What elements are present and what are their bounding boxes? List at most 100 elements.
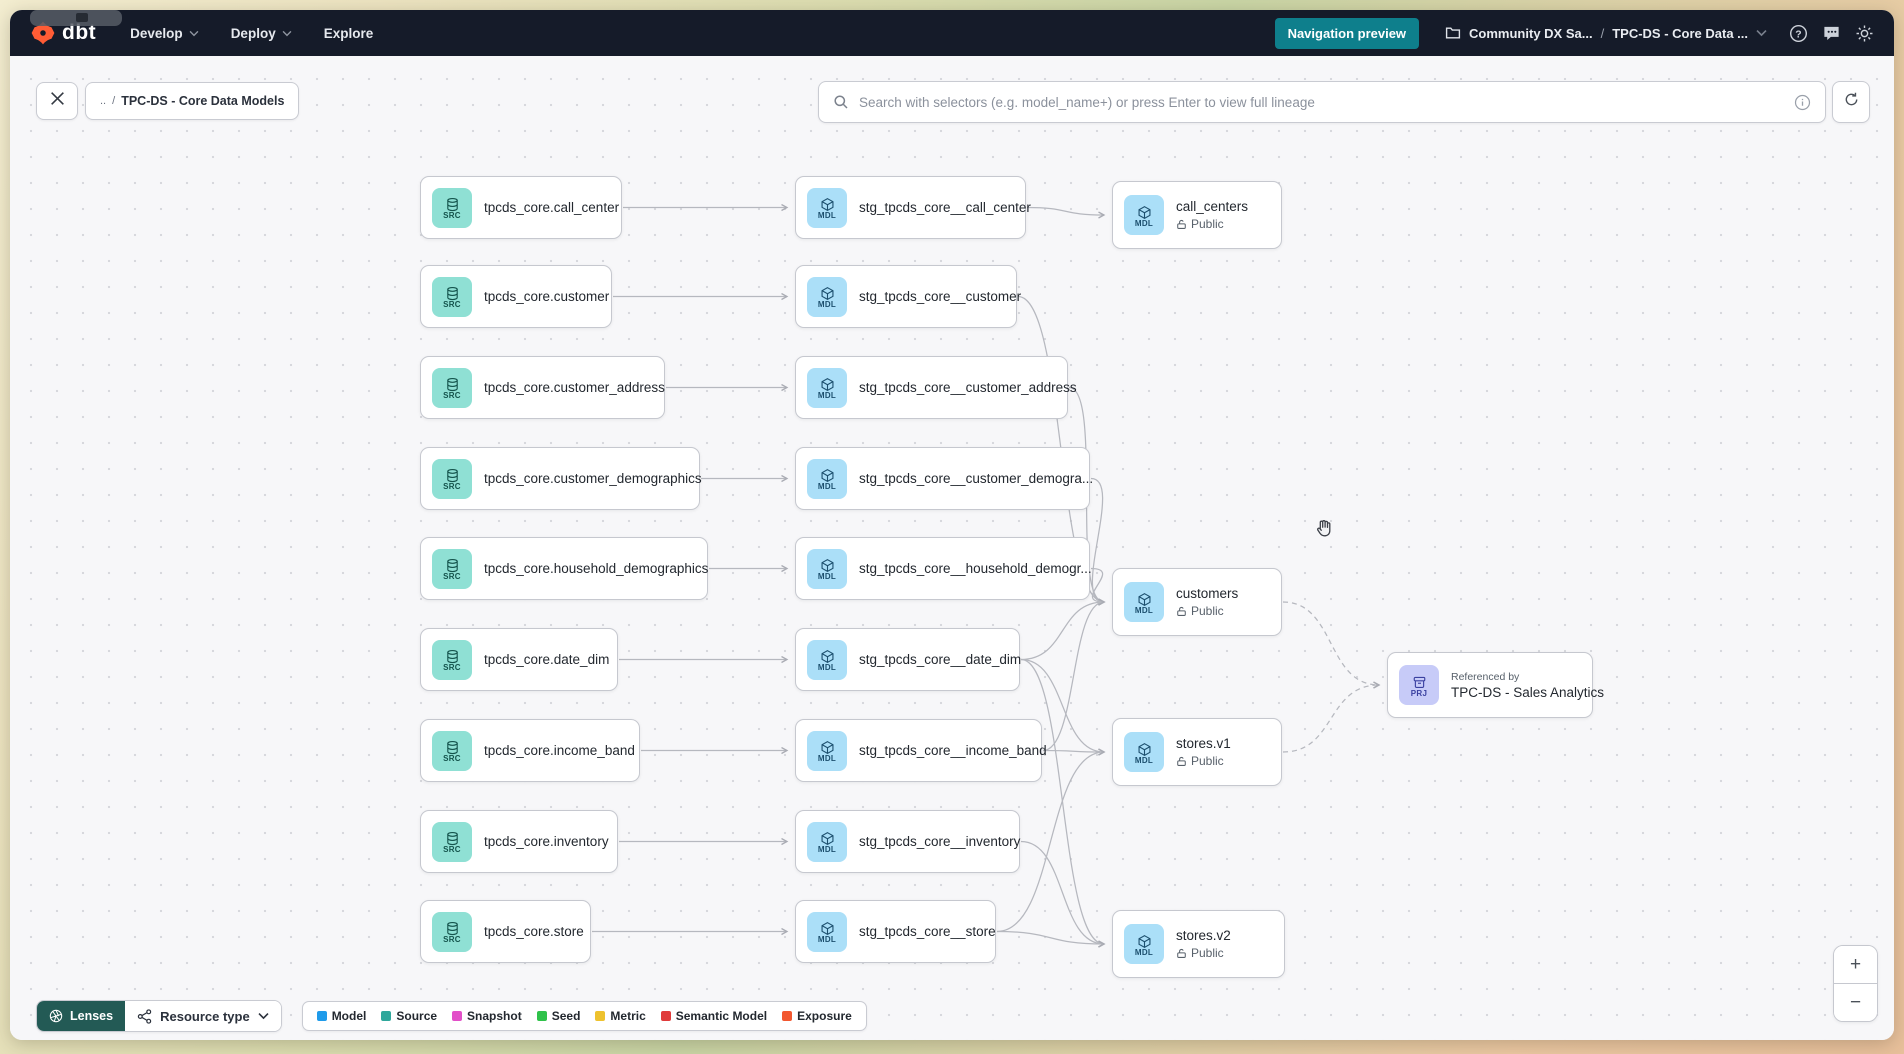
- chevron-down-icon[interactable]: [1756, 29, 1767, 37]
- chevron-down-icon: [189, 30, 199, 37]
- lineage-path-chip[interactable]: .. / TPC-DS - Core Data Models: [85, 82, 300, 120]
- folder-icon: [1445, 25, 1461, 41]
- node-label: tpcds_core.store: [484, 924, 584, 939]
- breadcrumb-project[interactable]: Community DX Sa...: [1469, 25, 1593, 41]
- model-icon: MDL: [807, 367, 847, 408]
- node-label: stg_tpcds_core__customer: [859, 289, 1022, 304]
- source-icon: SRC: [432, 548, 472, 589]
- access-badge: Public: [1176, 946, 1231, 960]
- access-badge: Public: [1176, 217, 1248, 231]
- source-icon: SRC: [432, 187, 472, 228]
- browser-tab-artifact: [30, 10, 122, 26]
- dbt-wordmark: dbt: [62, 21, 97, 44]
- lock-open-icon: [1177, 948, 1186, 958]
- nav-menu-label: Develop: [130, 25, 183, 41]
- source-icon: SRC: [432, 276, 472, 317]
- app-window: dbt Develop Deploy Explore Navigation prev…: [10, 10, 1894, 1040]
- refresh-lineage-button[interactable]: [1832, 81, 1870, 123]
- nav-menu-deploy[interactable]: Deploy: [231, 26, 292, 41]
- resource-type-label: Resource type: [160, 1008, 250, 1024]
- edge-layer: [592, 56, 1894, 1040]
- model-icon: MDL: [807, 276, 847, 317]
- legend-swatch: [381, 1011, 392, 1021]
- dbt-logo[interactable]: dbt: [30, 20, 96, 46]
- source-icon: SRC: [432, 639, 472, 680]
- info-icon[interactable]: [1794, 94, 1811, 111]
- node-label: tpcds_core.customer_address: [484, 380, 665, 395]
- legend-item-seed: Seed: [536, 1009, 580, 1023]
- graph-node-stg_customer[interactable]: MDL stg_tpcds_core__customer: [795, 265, 1021, 328]
- model-icon: MDL: [807, 911, 847, 952]
- nav-menu-explore[interactable]: Explore: [324, 26, 374, 41]
- node-label: tpcds_core.household_demographics: [484, 561, 709, 576]
- help-icon[interactable]: ?: [1789, 24, 1808, 43]
- resource-type-dropdown[interactable]: Resource type: [125, 1001, 281, 1031]
- edge-stg_store-to-stores_v2: [996, 930, 1104, 945]
- node-label: stg_tpcds_core__date_dim: [859, 652, 1022, 667]
- search-icon: [833, 94, 849, 110]
- edge-stg_store-to-stores_v1: [996, 752, 1104, 933]
- zoom-out-button[interactable]: −: [1834, 984, 1877, 1021]
- edge-stg_date_dim-to-stores_v1: [1020, 658, 1104, 753]
- model-icon: MDL: [807, 548, 847, 589]
- graph-node-stg_household_demographics[interactable]: MDL stg_tpcds_core__household_demogr...: [795, 537, 1092, 600]
- node-label: stg_tpcds_core__household_demogr...: [859, 561, 1092, 576]
- breadcrumb: Community DX Sa... / TPC-DS - Core Data …: [1445, 25, 1767, 41]
- close-icon: [49, 90, 66, 112]
- node-label: stg_tpcds_core__income_band: [859, 743, 1047, 758]
- graph-node-src_household_demographics[interactable]: SRC tpcds_core.household_demographics: [420, 537, 708, 600]
- edge-stg_date_dim-to-customers: [1020, 602, 1104, 661]
- close-lineage-button[interactable]: [36, 82, 78, 120]
- legend-item-semantic-model: Semantic Model: [660, 1009, 767, 1023]
- edge-customers-to-prj_sales: [1282, 601, 1379, 685]
- lenses-button[interactable]: Lenses: [37, 1001, 126, 1031]
- project-icon: PRJ: [1399, 665, 1439, 705]
- node-label: stg_tpcds_core__inventory: [859, 834, 1021, 849]
- referenced-by-label: Referenced by: [1451, 670, 1520, 683]
- gear-icon[interactable]: [1855, 24, 1874, 43]
- nav-menu-develop[interactable]: Develop: [130, 26, 199, 41]
- source-icon: SRC: [432, 730, 472, 771]
- path-prefix: ..: [100, 95, 107, 107]
- lenses-label: Lenses: [70, 1009, 114, 1023]
- navigation-preview-button[interactable]: Navigation preview: [1274, 17, 1420, 49]
- aperture-icon: [49, 1009, 63, 1023]
- breadcrumb-current[interactable]: TPC-DS - Core Data ...: [1612, 25, 1748, 41]
- legend-swatch: [452, 1011, 463, 1021]
- edge-stg_customer_demographics-to-customers: [1090, 477, 1104, 603]
- lock-open-icon: [1177, 756, 1186, 766]
- lock-open-icon: [1177, 219, 1186, 229]
- zoom-in-button[interactable]: +: [1834, 946, 1877, 984]
- node-label: stg_tpcds_core__call_center: [859, 200, 1031, 215]
- lineage-search-bar: [818, 81, 1826, 123]
- legend-item-exposure: Exposure: [782, 1009, 852, 1023]
- legend-item-source: Source: [381, 1009, 437, 1023]
- search-input[interactable]: [859, 94, 1784, 110]
- feedback-icon[interactable]: [1822, 24, 1841, 43]
- chevron-down-icon: [282, 30, 292, 37]
- top-navbar: dbt Develop Deploy Explore Navigation prev…: [10, 10, 1894, 56]
- node-label: customers: [1176, 586, 1239, 601]
- access-badge: Public: [1176, 604, 1238, 618]
